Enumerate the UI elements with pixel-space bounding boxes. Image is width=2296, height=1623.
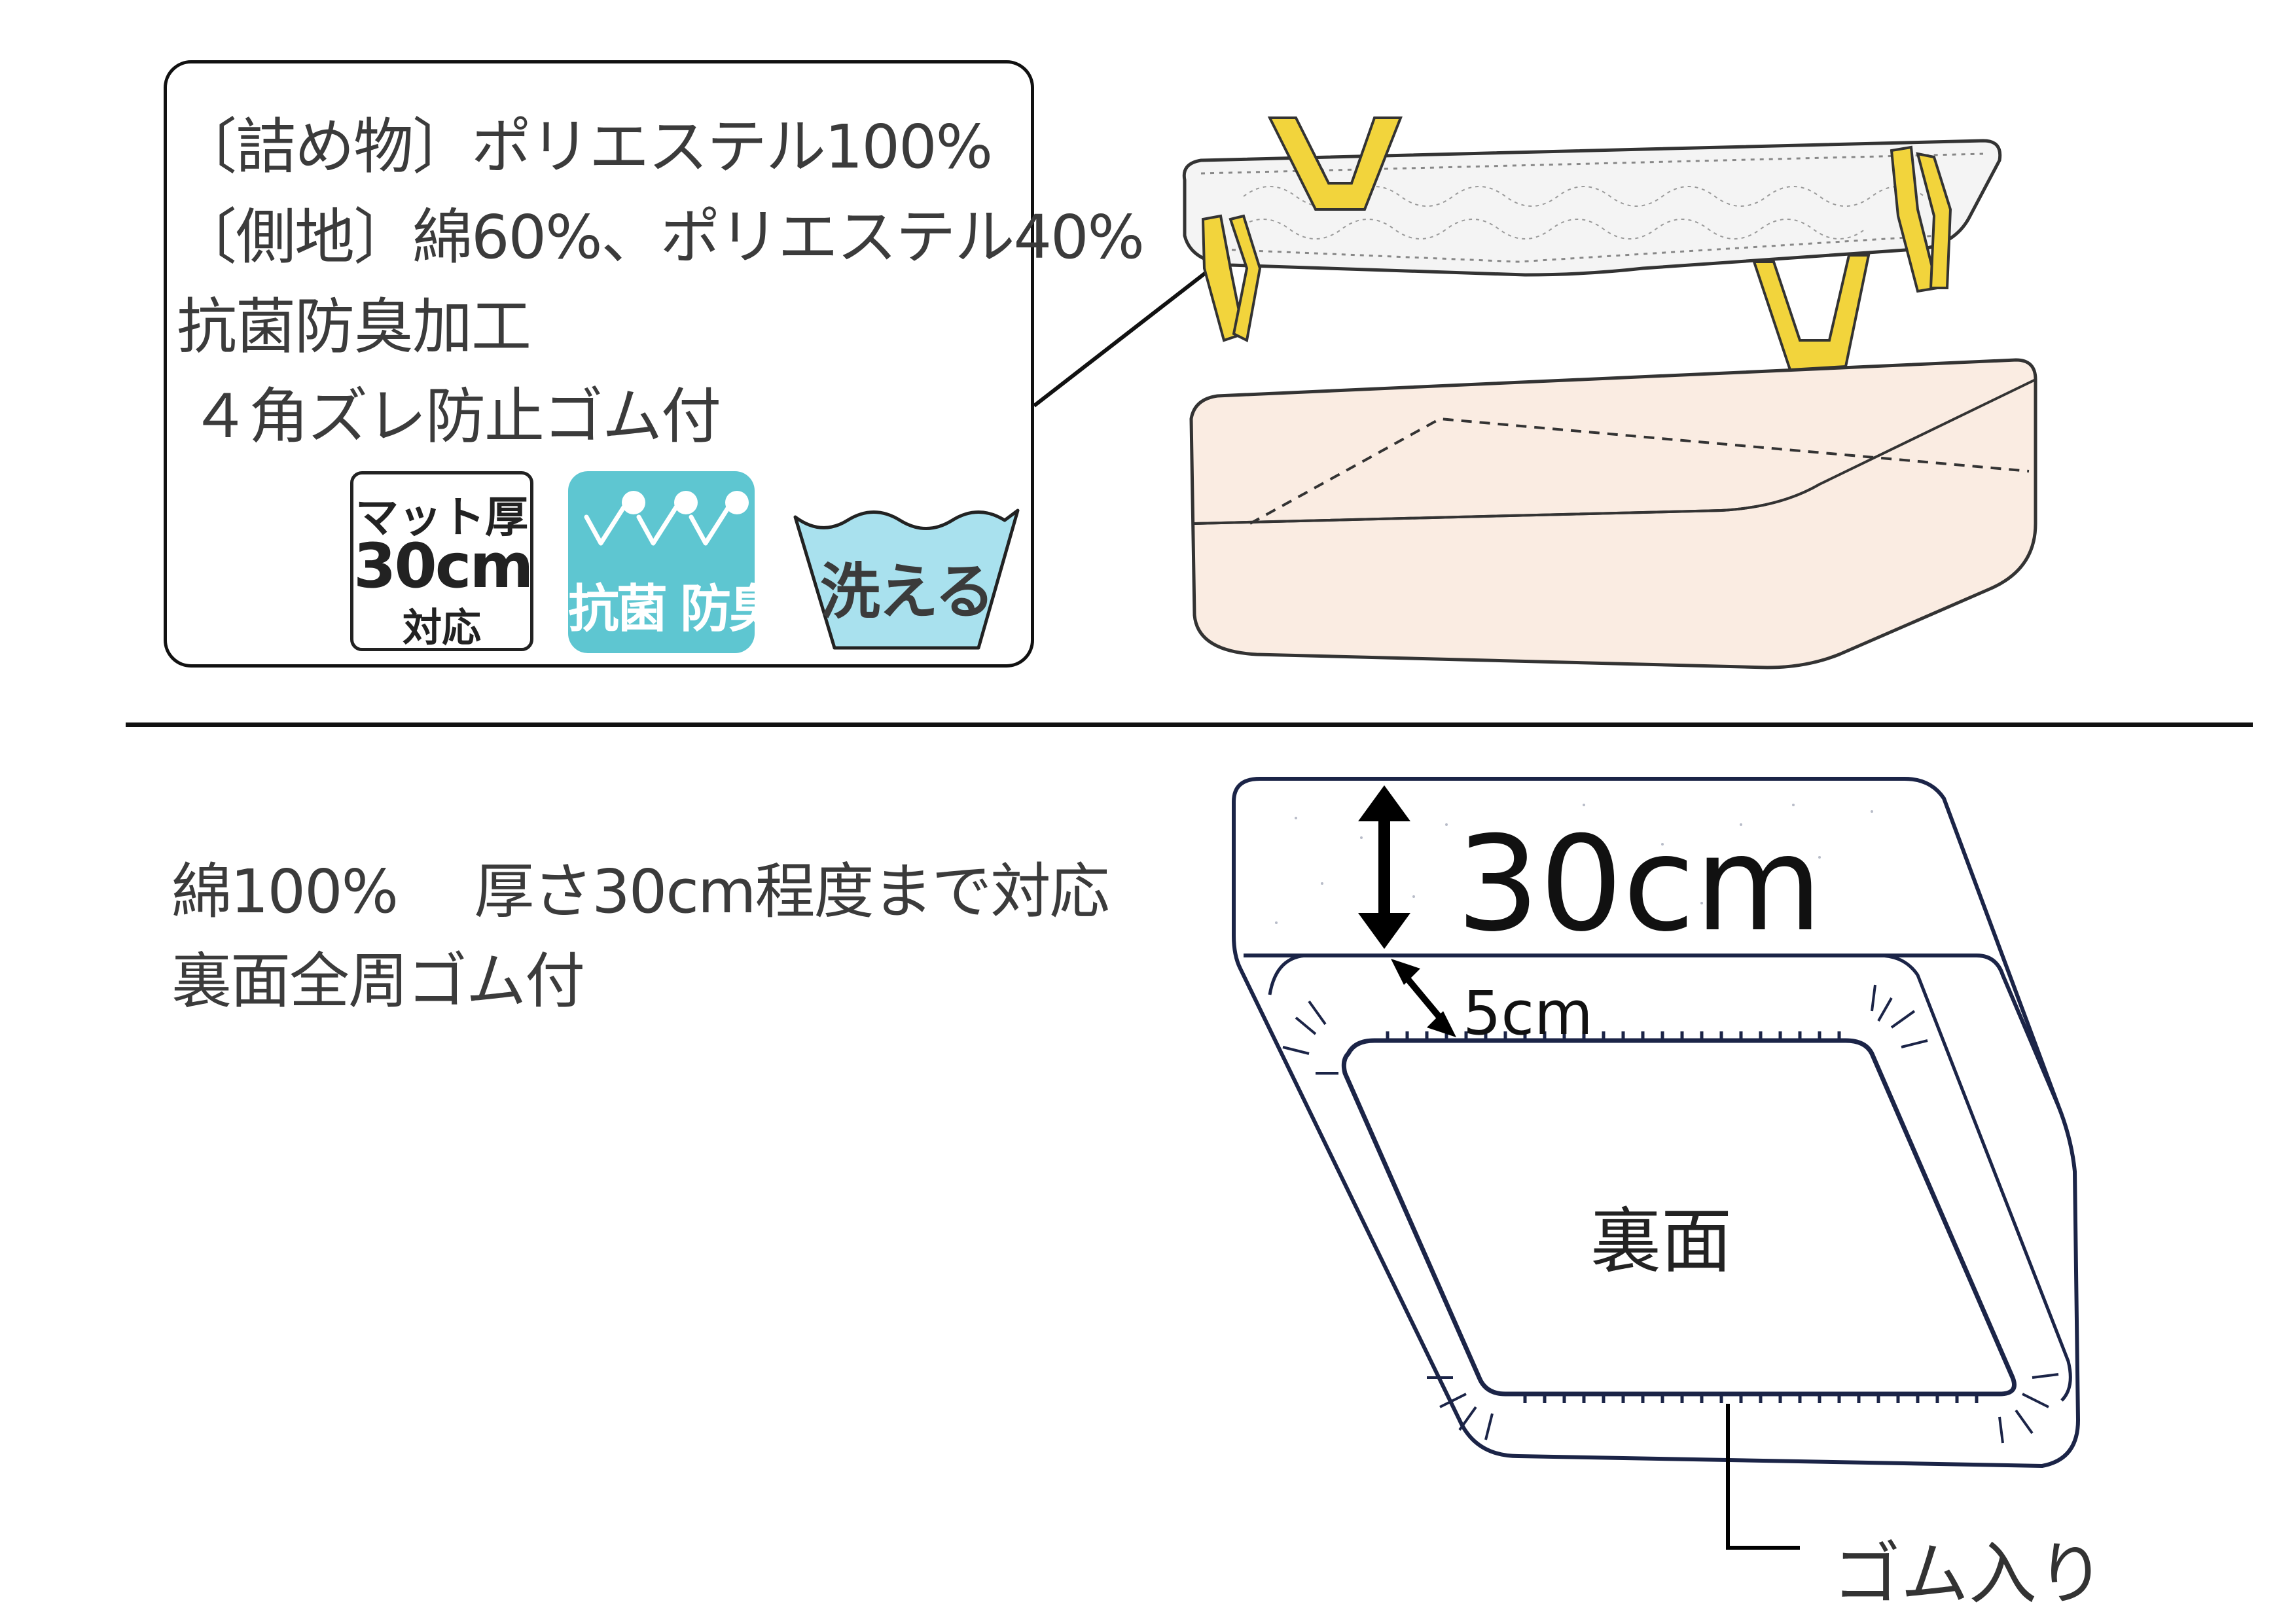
mattress-thickness-badge: マット厚 30cm 対応 — [350, 471, 533, 651]
hem-label: 5cm — [1463, 978, 1593, 1048]
mattress — [1189, 358, 2037, 669]
spec-corners: ４角ズレ防止ゴム付 — [190, 382, 721, 452]
bottom-spec-line1: 綿100% 厚さ30cm程度まで対応 — [171, 857, 1110, 927]
checkmarks-icon — [584, 491, 749, 546]
spec-treatment: 抗菌防臭加工 — [177, 292, 531, 362]
corner-straps — [1201, 116, 1952, 372]
hem-line — [1268, 954, 2072, 1402]
back-side-label: 裏面 — [1590, 1201, 1732, 1283]
washable-badge: 洗える — [789, 504, 1024, 654]
hem-arrow — [1391, 959, 1456, 1037]
badge-washable-label: 洗える — [819, 557, 995, 627]
fitted-sheet-diagram — [1232, 777, 2081, 1550]
elastic-callout-line — [1726, 1404, 1800, 1550]
badge-mattress-line3: 対応 — [403, 605, 481, 651]
bottom-spec-line2: 裏面全周ゴム付 — [171, 946, 585, 1016]
badge-mattress-line2: 30cm — [353, 531, 533, 602]
fabric-texture — [1275, 804, 1873, 924]
back-panel — [1341, 1038, 2017, 1397]
spec-filling: 〔詰め物〕ポリエステル100% — [177, 112, 993, 182]
wash-basin-icon — [793, 508, 1020, 650]
elastic-ticks — [1386, 1031, 1979, 1403]
mattress-pad-illustration — [1034, 116, 2037, 669]
badge-antibacterial-label: 抗菌 防臭 — [568, 580, 780, 639]
elastic-label: ゴム入り — [1833, 1534, 2106, 1614]
corner-gather-marks — [1282, 984, 2059, 1444]
section-divider — [126, 722, 2253, 727]
depth-arrow — [1358, 785, 1410, 949]
depth-label: 30cm — [1456, 808, 1823, 961]
spec-fabric: 〔側地〕綿60%、ポリエステル40% — [177, 202, 1145, 272]
badge-mattress-line1: マット厚 — [355, 492, 528, 543]
antibacterial-badge: 抗菌 防臭 — [568, 471, 780, 653]
fold-line — [1244, 954, 2060, 1107]
